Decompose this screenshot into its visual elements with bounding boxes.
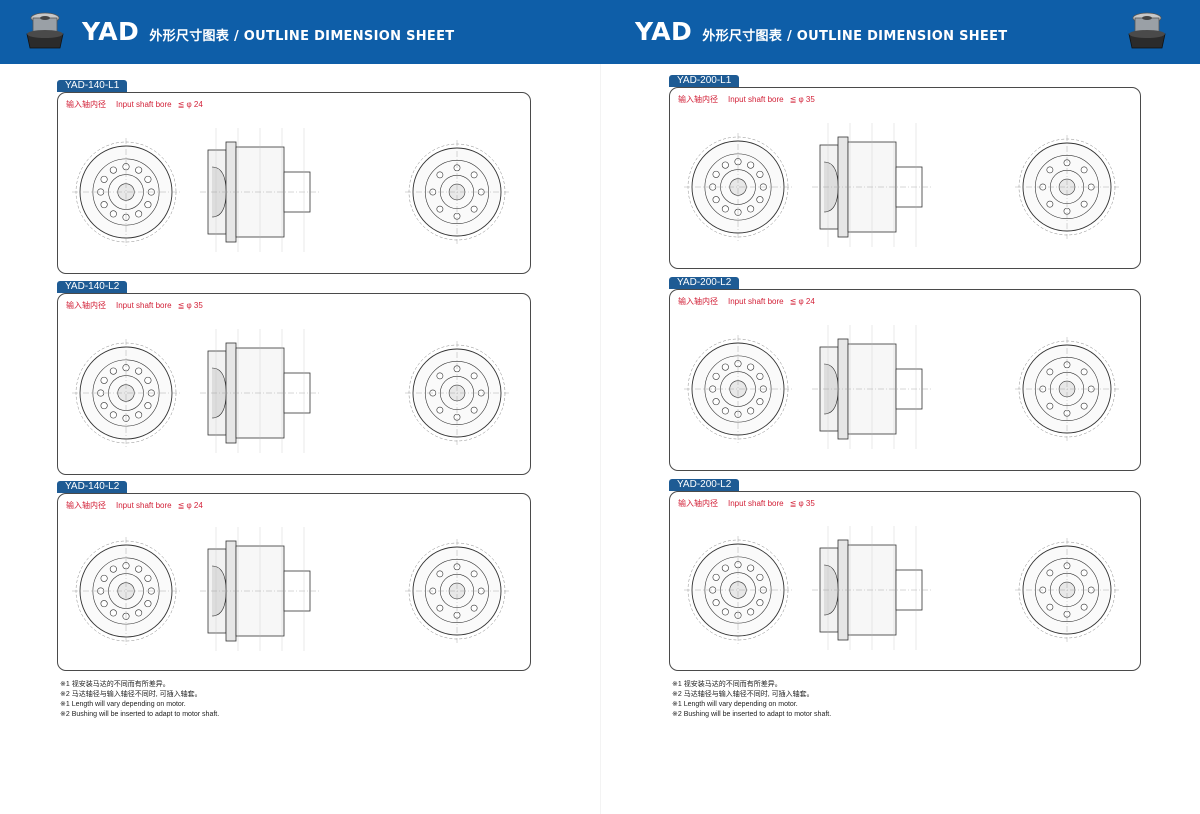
input-shaft-bore-label: 输入轴内径 Input shaft bore ≦ φ 24 [678, 296, 815, 307]
bore-label-cn: 输入轴内径 [678, 95, 718, 104]
side-section-view [812, 123, 932, 247]
front-flange-view [684, 536, 792, 644]
page-spread-divider [600, 64, 601, 814]
panel-tag: YAD-140-L2 [57, 281, 128, 293]
side-section-view [812, 526, 932, 650]
header-subtitle: 外形尺寸图表 / OUTLINE DIMENSION SHEET [702, 29, 1008, 44]
bore-value: ≦ φ 24 [177, 501, 203, 510]
front-flange-view [72, 339, 180, 447]
note-line: ※1 视安装马达的不同而有所差异。 [60, 681, 170, 688]
side-section-view [812, 325, 932, 449]
bore-label-cn: 输入轴内径 [66, 301, 106, 310]
header-subtitle: 外形尺寸图表 / OUTLINE DIMENSION SHEET [149, 29, 455, 44]
drawing-panel-yad-200-l2-b: 输入轴内径 Input shaft bore ≦ φ 35 [669, 491, 1141, 671]
input-shaft-bore-label: 输入轴内径 Input shaft bore ≦ φ 35 [66, 300, 203, 311]
bore-label-en: Input shaft bore [116, 100, 172, 109]
note-line: ※2 马达轴径与输入轴径不同时, 可插入轴套。 [672, 691, 814, 698]
rear-flange-view [405, 539, 509, 643]
input-shaft-bore-label: 输入轴内径 Input shaft bore ≦ φ 35 [678, 94, 815, 105]
side-section-view [200, 527, 320, 651]
input-shaft-bore-label: 输入轴内径 Input shaft bore ≦ φ 24 [66, 500, 203, 511]
drawing-panel-yad-200-l2: 输入轴内径 Input shaft bore ≦ φ 24 [669, 289, 1141, 471]
bore-label-en: Input shaft bore [728, 95, 784, 104]
rear-flange-view [1015, 538, 1119, 642]
outline-drawing [684, 123, 1119, 247]
gearbox-logo-icon [1128, 12, 1166, 49]
rear-flange-view [405, 140, 509, 244]
note-line: ※2 Bushing will be inserted to adapt to … [60, 711, 220, 718]
notes-right: ※1 视安装马达的不同而有所差异。 ※2 马达轴径与输入轴径不同时, 可插入轴套… [672, 680, 831, 720]
drawing-panel-yad-140-l2: 输入轴内径 Input shaft bore ≦ φ 35 [57, 293, 531, 475]
bore-label-en: Input shaft bore [116, 301, 172, 310]
outline-drawing [684, 526, 1119, 650]
note-line: ※1 Length will vary depending on motor. [672, 701, 798, 708]
panel-tag: YAD-200-L2 [669, 479, 740, 491]
note-line: ※1 视安装马达的不同而有所差异。 [672, 681, 782, 688]
bore-label-cn: 输入轴内径 [66, 501, 106, 510]
rear-flange-view [1015, 337, 1119, 441]
page-header [0, 0, 1200, 64]
input-shaft-bore-label: 输入轴内径 Input shaft bore ≦ φ 35 [678, 498, 815, 509]
note-line: ※2 Bushing will be inserted to adapt to … [672, 711, 832, 718]
front-flange-view [684, 133, 792, 241]
bore-value: ≦ φ 24 [177, 100, 203, 109]
note-line: ※1 Length will vary depending on motor. [60, 701, 186, 708]
bore-label-en: Input shaft bore [728, 297, 784, 306]
bore-value: ≦ φ 35 [177, 301, 203, 310]
drawing-panel-yad-140-l2-b: 输入轴内径 Input shaft bore ≦ φ 24 [57, 493, 531, 671]
outline-drawing [684, 325, 1119, 449]
rear-flange-view [1015, 135, 1119, 239]
rear-flange-view [405, 341, 509, 445]
bore-value: ≦ φ 35 [789, 499, 815, 508]
bore-label-en: Input shaft bore [728, 499, 784, 508]
bore-label-en: Input shaft bore [116, 501, 172, 510]
outline-drawing [72, 527, 509, 651]
panel-tag: YAD-140-L2 [57, 481, 128, 493]
input-shaft-bore-label: 输入轴内径 Input shaft bore ≦ φ 24 [66, 99, 203, 110]
bore-label-cn: 输入轴内径 [678, 297, 718, 306]
side-section-view [200, 128, 320, 252]
front-flange-view [684, 335, 792, 443]
front-flange-view [72, 138, 180, 246]
note-line: ※2 马达轴径与输入轴径不同时, 可插入轴套。 [60, 691, 202, 698]
right-header-title: YAD 外形尺寸图表 / OUTLINE DIMENSION SHEET [635, 17, 1007, 49]
panel-tag: YAD-200-L1 [669, 75, 740, 87]
bore-value: ≦ φ 24 [789, 297, 815, 306]
front-flange-view [72, 537, 180, 645]
bore-label-cn: 输入轴内径 [66, 100, 106, 109]
brand-name: YAD [635, 17, 693, 46]
outline-drawing [72, 128, 509, 252]
drawing-panel-yad-200-l1: 输入轴内径 Input shaft bore ≦ φ 35 [669, 87, 1141, 269]
left-header-title: YAD 外形尺寸图表 / OUTLINE DIMENSION SHEET [82, 17, 454, 49]
notes-left: ※1 视安装马达的不同而有所差异。 ※2 马达轴径与输入轴径不同时, 可插入轴套… [60, 680, 219, 720]
bore-label-cn: 输入轴内径 [678, 499, 718, 508]
drawing-panel-yad-140-l1: 输入轴内径 Input shaft bore ≦ φ 24 [57, 92, 531, 274]
outline-drawing [72, 329, 509, 453]
side-section-view [200, 329, 320, 453]
gearbox-logo-icon [26, 12, 64, 49]
brand-name: YAD [82, 17, 140, 46]
panel-tag: YAD-200-L2 [669, 277, 740, 289]
panel-tag: YAD-140-L1 [57, 80, 128, 92]
bore-value: ≦ φ 35 [789, 95, 815, 104]
